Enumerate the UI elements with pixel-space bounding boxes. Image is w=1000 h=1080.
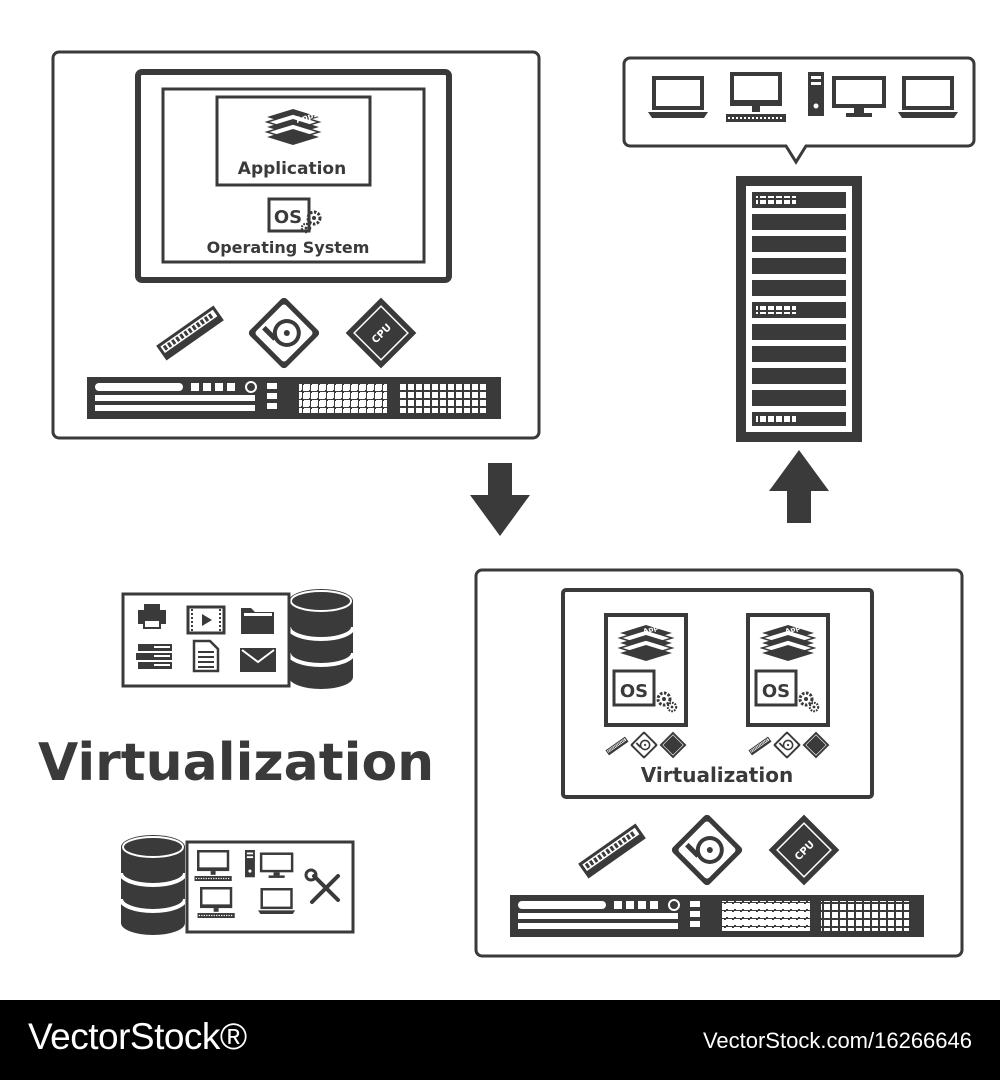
books-icon (136, 644, 172, 669)
footer-bar: VectorStock® VectorStock.com/16266646 (0, 1000, 1000, 1080)
desktop-icon (196, 886, 236, 919)
virtualization-title: Virtualization (38, 733, 434, 793)
document-icon (192, 639, 220, 673)
application-label: Application (238, 159, 346, 179)
vm2-os-label: OS (762, 681, 790, 702)
operating-system-label: Operating System (207, 238, 370, 257)
os-icon (267, 197, 311, 233)
image-url: VectorStock.com/16266646 (702, 1028, 972, 1053)
arrow-up-icon (769, 450, 829, 523)
brand-logo: VectorStock® (28, 1016, 247, 1057)
devices-bubble (622, 56, 976, 165)
virtualization-inner-label: Virtualization (641, 763, 793, 787)
vm1-os-label: OS (620, 681, 648, 702)
desktop-icon (193, 849, 233, 882)
database-icon (287, 587, 355, 691)
mail-icon (240, 648, 276, 672)
tools-icon (304, 868, 340, 904)
database-icon (119, 833, 187, 937)
arrow-down-icon (470, 463, 530, 536)
os-label: OS (274, 207, 302, 228)
server-rack-icon (736, 176, 862, 442)
printer-icon (138, 604, 166, 629)
video-icon (186, 605, 226, 635)
folder-icon (241, 608, 274, 634)
desktop-icon (725, 71, 787, 123)
